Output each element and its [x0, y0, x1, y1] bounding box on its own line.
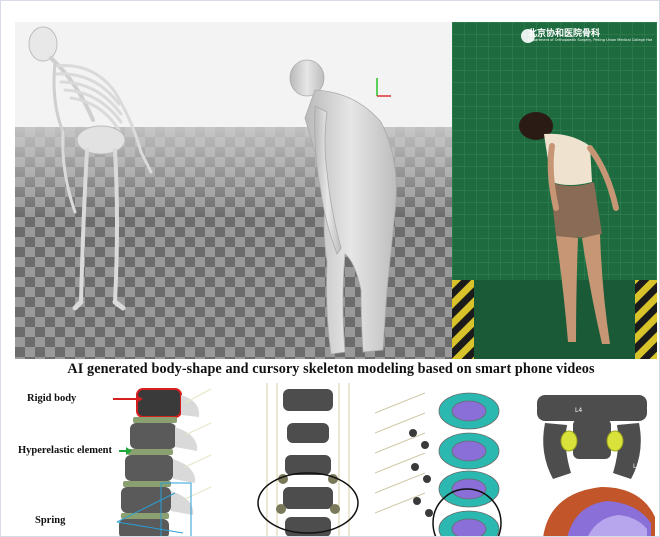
spine-model-panel: Rigid body Hyperelastic element Spring: [15, 383, 215, 537]
top-panel: 北京协和医院骨科 Department of Orthopaedic Surge…: [15, 22, 657, 359]
bottom-panels: Rigid body Hyperelastic element Spring: [15, 383, 657, 537]
vertebra-label-right: L5: [633, 463, 640, 470]
vertebra-implant-render: [527, 383, 657, 537]
spine-multibody-render: [15, 383, 215, 537]
checkerboard-floor-render: [15, 22, 452, 359]
sign-english: Department of Orthopaedic Surgery, Pekin…: [528, 38, 652, 42]
disc-finite-element-render: [369, 383, 509, 537]
vertebra-label-left: L4: [575, 407, 582, 414]
disc-model-panel: [369, 383, 509, 537]
green-backdrop-photo: [452, 22, 657, 359]
3d-scene-render: [15, 22, 452, 359]
posterior-spine-render: [253, 383, 363, 537]
rigid-body-label: Rigid body: [27, 393, 76, 404]
hyperelastic-label: Hyperelastic element: [18, 445, 112, 456]
spring-label: Spring: [35, 515, 65, 526]
posterior-spine-panel: [253, 383, 363, 537]
figure-caption: AI generated body-shape and cursory skel…: [1, 361, 660, 378]
patient-photo: 北京协和医院骨科 Department of Orthopaedic Surge…: [452, 22, 657, 359]
vertebra-implant-panel: L4 L5: [527, 383, 657, 537]
